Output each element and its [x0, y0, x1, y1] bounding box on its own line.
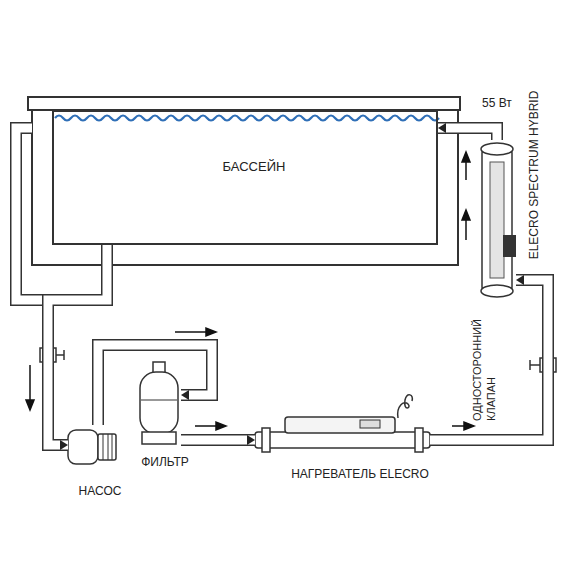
uv-unit-symbol	[481, 143, 516, 297]
pump-symbol	[68, 430, 116, 464]
pool-label: БАССЕЙН	[221, 160, 288, 174]
pool-basin: БАССЕЙН	[52, 110, 438, 245]
pool-wall	[32, 110, 458, 265]
pipe-wall	[430, 280, 548, 440]
heater-symbol	[255, 395, 430, 452]
pipe-bore	[438, 128, 497, 140]
flow-arrows	[26, 152, 474, 430]
filter-symbol	[140, 362, 178, 444]
pipe-connector	[430, 275, 548, 440]
pipe-wall	[438, 128, 497, 140]
power-label: 55 Вт	[480, 96, 514, 110]
pump: НАСОС	[68, 425, 116, 465]
pipe-connector	[438, 123, 497, 140]
valve-label: ОДНОСТОРОННИЙ КЛАПАН	[470, 307, 498, 423]
skimmer-pipe	[16, 128, 42, 300]
arrow-head	[60, 440, 68, 450]
water-wave	[55, 116, 439, 121]
arrow-head	[247, 435, 255, 445]
water-waves	[55, 116, 439, 121]
pipe-wall	[98, 345, 212, 425]
pipe-bore	[430, 280, 548, 440]
heater-label: НАГРЕВАТЕЛЬ ELECRO	[289, 467, 431, 481]
arrow-head	[516, 275, 524, 285]
arrow-head	[181, 390, 189, 400]
pipe-bore	[98, 345, 212, 425]
pipe-connector	[181, 435, 255, 445]
pump-label: НАСОС	[77, 484, 124, 498]
uv-unit: 55 ВтELECRO SPECTRUM HYBRID	[478, 140, 516, 300]
pool-rim	[28, 97, 460, 110]
skimmer-pipe-inner	[16, 128, 42, 300]
filter: ФИЛЬТР	[135, 360, 181, 440]
pipe-wall	[181, 434, 255, 446]
pipe-bore	[181, 436, 255, 445]
heater: НАГРЕВАТЕЛЬ ELECRO	[255, 415, 430, 455]
pipe-connector	[98, 345, 212, 425]
arrow-head	[438, 123, 446, 133]
device-label: ELECRO SPECTRUM HYBRID	[527, 89, 541, 262]
filter-label: ФИЛЬТР	[139, 455, 191, 469]
